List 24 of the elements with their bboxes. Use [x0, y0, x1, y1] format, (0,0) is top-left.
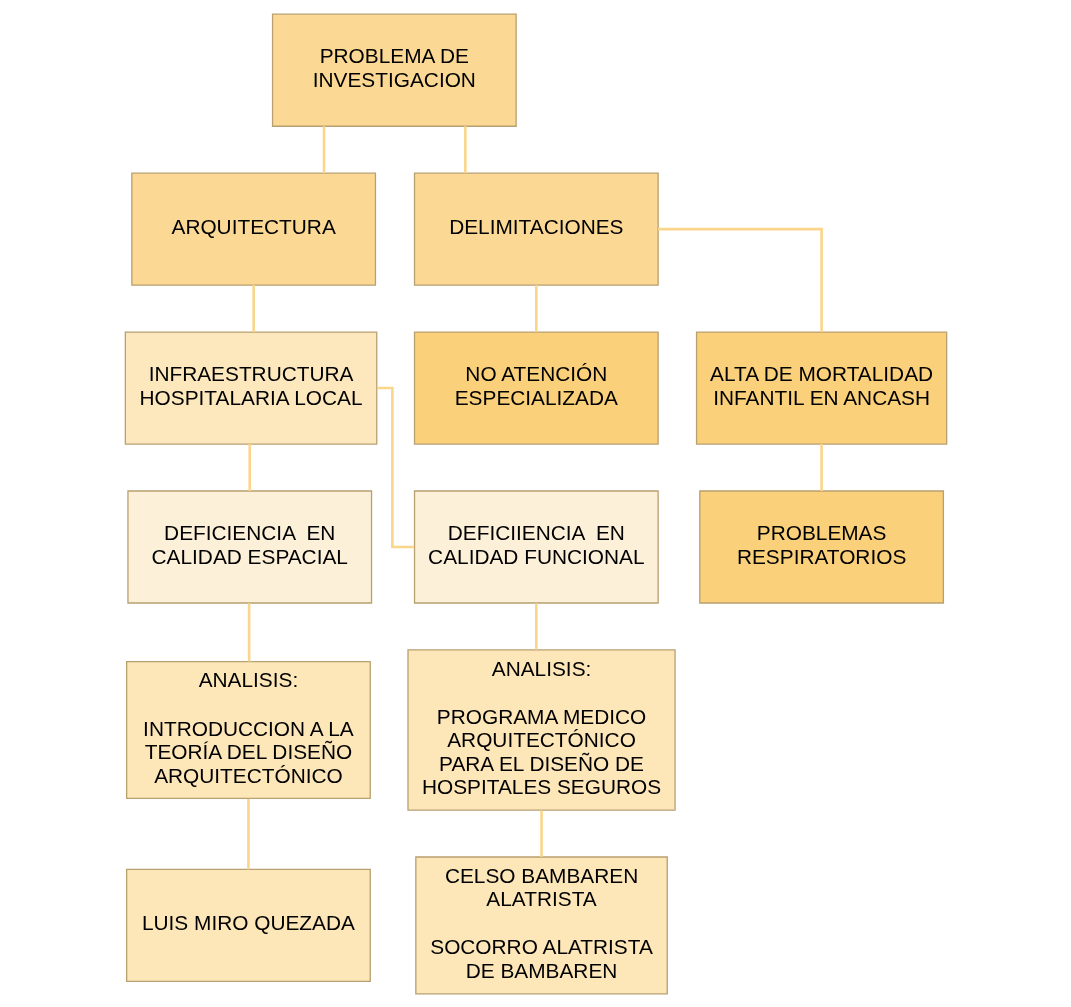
- node-box: PROBLEMA DE INVESTIGACION: [271, 13, 517, 127]
- connector: [534, 602, 538, 650]
- node-box: INFRAESTRUCTURA HOSPITALARIA LOCAL: [124, 330, 377, 445]
- node-box: CELSO BAMBAREN ALATRISTA SOCORRO ALATRISTA DE BAMBAREN: [414, 855, 668, 994]
- connector: [246, 798, 250, 869]
- node-box: NO ATENCIÓN ESPECIALIZADA: [413, 330, 659, 445]
- connector: [534, 284, 538, 332]
- node-box: ARQUITECTURA: [130, 172, 376, 286]
- node-box: LUIS MIRO QUEZADA: [125, 868, 371, 982]
- connector: [657, 227, 823, 332]
- node-box: ALTA DE MORTALIDAD INFANTIL EN ANCASH: [695, 330, 947, 445]
- node-box: DELIMITACIONES: [413, 172, 659, 286]
- connector: [463, 125, 467, 173]
- node-box: DEFICIENCIA EN CALIDAD ESPACIAL: [126, 489, 372, 604]
- connector: [251, 284, 255, 332]
- connector: [819, 443, 823, 491]
- node-box: PROBLEMAS RESPIRATORIOS: [698, 489, 944, 604]
- node-box: ANALISIS: INTRODUCCION A LA TEORÍA DEL DISEÑO ARQUITECTÓNICO: [125, 660, 371, 799]
- connector: [247, 602, 250, 662]
- node-box: ANALISIS: PROGRAMA MEDICO ARQUITECTÓNICO PARA EL DISEÑO DE HOSPITALES SEGUROS: [406, 648, 676, 811]
- node-box: DEFICIIENCIA EN CALIDAD FUNCIONAL: [413, 489, 659, 604]
- connector: [322, 125, 325, 173]
- connector: [539, 810, 543, 857]
- connector: [247, 443, 251, 491]
